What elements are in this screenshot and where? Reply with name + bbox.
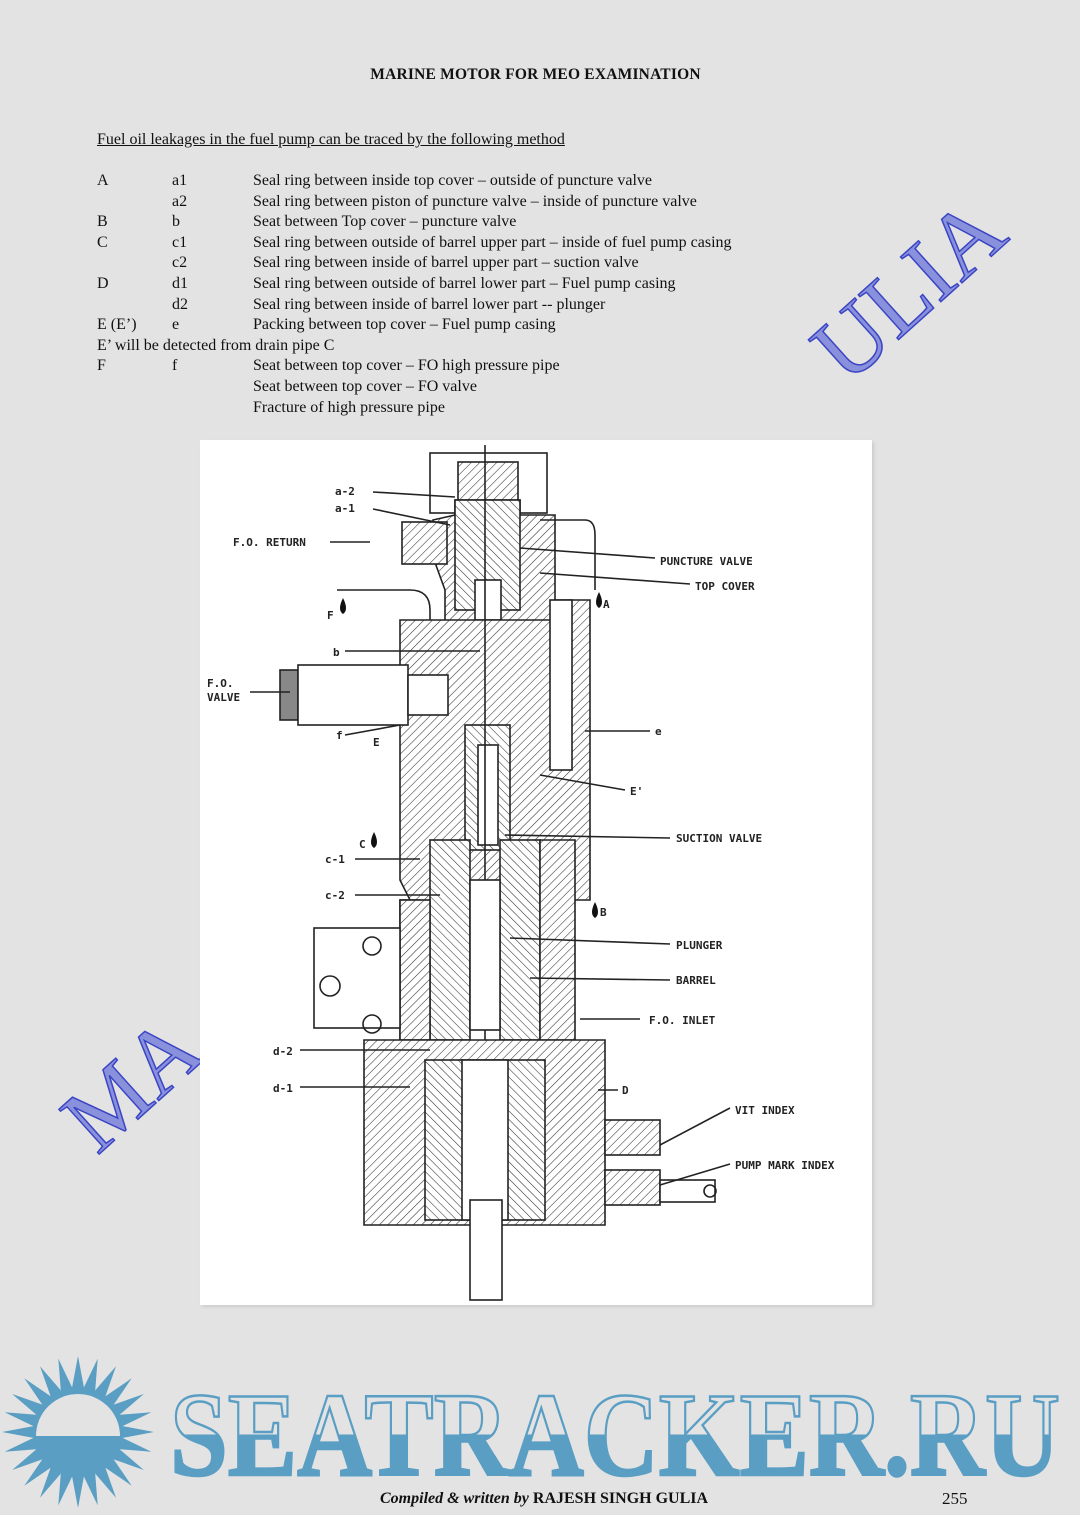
label-F: F bbox=[327, 609, 334, 622]
fuel-pump-drawing: a-2 a-1 F.O. RETURN PUNCTURE VALVE TOP C… bbox=[207, 445, 835, 1301]
label-f: f bbox=[336, 729, 343, 742]
seatracker-logo: SEATRACKER.RU bbox=[2, 1356, 1061, 1508]
leak-code: b bbox=[172, 213, 180, 231]
leak-point: A bbox=[97, 172, 109, 189]
label-d1: d-1 bbox=[273, 1082, 293, 1095]
label-pump-mark-index: PUMP MARK INDEX bbox=[735, 1159, 835, 1172]
sun-dome bbox=[36, 1394, 120, 1436]
label-C: C bbox=[359, 838, 366, 851]
label-fo-valve-2: VALVE bbox=[207, 691, 240, 704]
label-d2: d-2 bbox=[273, 1045, 293, 1058]
page-header: MARINE MOTOR FOR MEO EXAMINATION bbox=[370, 66, 701, 83]
leak-code: c1 bbox=[172, 233, 188, 251]
label-e: e bbox=[655, 725, 662, 738]
label-b: b bbox=[333, 646, 340, 659]
leak-drops bbox=[340, 592, 602, 918]
page-number: 255 bbox=[942, 1489, 968, 1508]
leak-point: E’ will be detected from drain pipe C bbox=[97, 336, 335, 354]
label-fo-return: F.O. RETURN bbox=[233, 536, 306, 549]
label-E-prime: E' bbox=[630, 785, 643, 798]
leak-point: C bbox=[97, 233, 108, 251]
leak-description: Seal ring between inside of barrel lower… bbox=[253, 295, 606, 313]
label-suction-valve: SUCTION VALVE bbox=[676, 832, 762, 845]
fuel-pump-diagram: a-2 a-1 F.O. RETURN PUNCTURE VALVE TOP C… bbox=[200, 440, 872, 1305]
label-c2: c-2 bbox=[325, 889, 345, 902]
leak-description: Seal ring between inside top cover – out… bbox=[253, 172, 652, 189]
footer-credit: Compiled & written by RAJESH SINGH GULIA bbox=[380, 1490, 708, 1508]
label-vit-index: VIT INDEX bbox=[735, 1104, 795, 1117]
leak-point: D bbox=[97, 275, 109, 292]
leak-code: a1 bbox=[172, 172, 188, 189]
leak-description: Seal ring between inside of barrel upper… bbox=[253, 254, 639, 272]
label-E: E bbox=[373, 736, 380, 749]
leak-description: Seat between top cover – FO high pressur… bbox=[253, 357, 560, 375]
label-plunger: PLUNGER bbox=[676, 939, 723, 952]
leak-code: d1 bbox=[172, 275, 188, 292]
sun-icon bbox=[2, 1356, 154, 1508]
watermark-left: MA bbox=[42, 995, 222, 1171]
leak-code: e bbox=[172, 316, 180, 334]
label-fo-inlet: F.O. INLET bbox=[649, 1014, 716, 1027]
leak-description: Seal ring between piston of puncture val… bbox=[253, 192, 697, 210]
leak-code: d2 bbox=[172, 295, 188, 313]
logo-text: SEATRACKER.RU bbox=[170, 1368, 1060, 1501]
leak-description: Seat between Top cover – puncture valve bbox=[253, 213, 517, 231]
leak-point: B bbox=[97, 213, 108, 231]
label-barrel: BARREL bbox=[676, 974, 716, 987]
label-fo-valve-1: F.O. bbox=[207, 677, 234, 690]
label-B: B bbox=[600, 906, 607, 919]
label-puncture-valve: PUNCTURE VALVE bbox=[660, 555, 753, 568]
label-c1: c-1 bbox=[325, 853, 345, 866]
leak-description: Packing between top cover – Fuel pump ca… bbox=[253, 316, 556, 334]
leak-code: a2 bbox=[172, 192, 188, 210]
leak-point: F bbox=[97, 357, 106, 375]
label-a2: a-2 bbox=[335, 485, 355, 498]
intro-heading: Fuel oil leakages in the fuel pump can b… bbox=[97, 131, 565, 148]
diagram-labels: a-2 a-1 F.O. RETURN PUNCTURE VALVE TOP C… bbox=[207, 485, 835, 1172]
leak-code: f bbox=[172, 357, 178, 375]
leak-code: c2 bbox=[172, 254, 188, 272]
label-top-cover: TOP COVER bbox=[695, 580, 755, 593]
label-A: A bbox=[603, 598, 610, 611]
leak-point: E (E’) bbox=[97, 316, 137, 334]
label-D: D bbox=[622, 1084, 629, 1097]
label-a1: a-1 bbox=[335, 502, 355, 515]
watermark-right: ULIA bbox=[792, 177, 1025, 401]
leak-description: Fracture of high pressure pipe bbox=[253, 398, 445, 416]
leak-description: Seat between top cover – FO valve bbox=[253, 378, 477, 395]
footer-compiled: Compiled & written by bbox=[380, 1490, 529, 1507]
footer-author: RAJESH SINGH GULIA bbox=[532, 1490, 709, 1507]
leak-description: Seal ring between outside of barrel uppe… bbox=[253, 233, 732, 251]
leak-description: Seal ring between outside of barrel lowe… bbox=[253, 275, 676, 292]
